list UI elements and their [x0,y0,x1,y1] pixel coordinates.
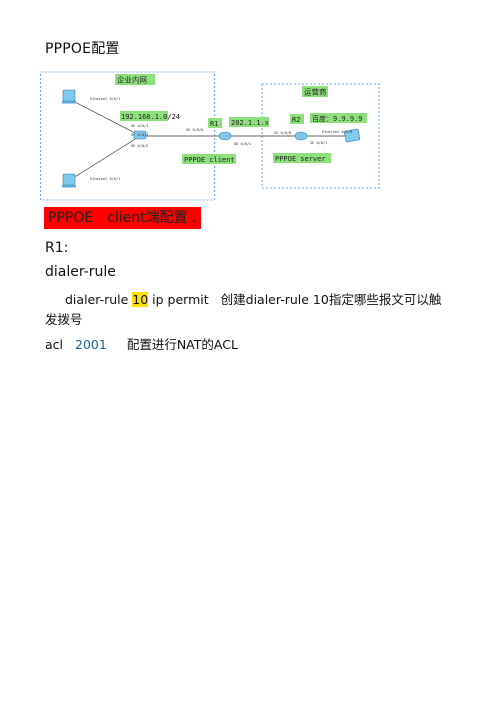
port-server: Ethernet 0/0/0 [322,130,352,134]
r1-tag: R1 [210,120,218,128]
pc-bottom-icon [62,173,76,188]
section-heading: PPPOE client端配置 . [44,207,201,229]
link-pc2-sw [72,137,138,179]
port-r1-left: GE 0/0/0 [186,128,203,132]
port-r2-left: GE 0/0/0 [274,131,291,135]
dialer-rule-command: dialer-rule 10 ip permit 创建dialer-rule 10… [65,289,441,308]
link-pc1-sw [72,100,138,135]
acl-description: 配置进行NAT的ACL [126,337,238,352]
port-sw-down: GE 0/0/2 [131,144,148,148]
cmd-suffix: ip permit [148,292,209,307]
baidu-label: 百度：9.9.9.9 [312,114,363,123]
pppoe-server-label: PPPOE server [275,155,326,163]
router-r2-icon [294,131,308,141]
pppoe-client-label: PPPOE client [184,156,235,164]
acl-number: 2001 [75,337,107,352]
network-diagram: 企业内网 运营商 192.168.1.0/24 R1 202.1.1.x R2 … [40,71,380,201]
cmd-number: 10 [132,292,149,307]
acl-keyword: acl [45,337,64,352]
subnet-label: 192.168.1.0/24 [121,113,180,121]
r1-label: R1: [45,240,69,256]
router-r1-icon [218,131,232,141]
port-sw-mid: GE 0/0/3 [131,133,148,137]
cmd-description-wrap: 发拨号 [45,312,83,327]
cmd-description: 创建dialer-rule 10指定哪些报文可以触 [220,292,442,307]
cmd-prefix: dialer-rule [65,292,133,307]
port-pc-top: Ethernet 0/0/1 [90,97,120,101]
page-title: PPPOE配置 [45,41,120,57]
port-r1-right: GE 0/0/1 [234,142,251,146]
dialer-heading: dialer-rule [45,264,116,280]
zone-isp-label: 运营商 [304,87,327,97]
port-r2-right: GE 0/0/1 [310,141,327,145]
port-sw-up: GE 0/0/1 [131,124,148,128]
acl-command: acl 2001 配置进行NAT的ACL [45,334,238,353]
switch-icon [133,130,147,140]
port-pc-bottom: Ethernet 0/0/1 [90,177,120,181]
r2-tag: R2 [292,116,300,124]
pc-top-icon [62,89,76,104]
zone-enterprise-label: 企业内网 [117,75,147,85]
server-icon [344,128,361,143]
wan-label: 202.1.1.x [231,119,269,127]
